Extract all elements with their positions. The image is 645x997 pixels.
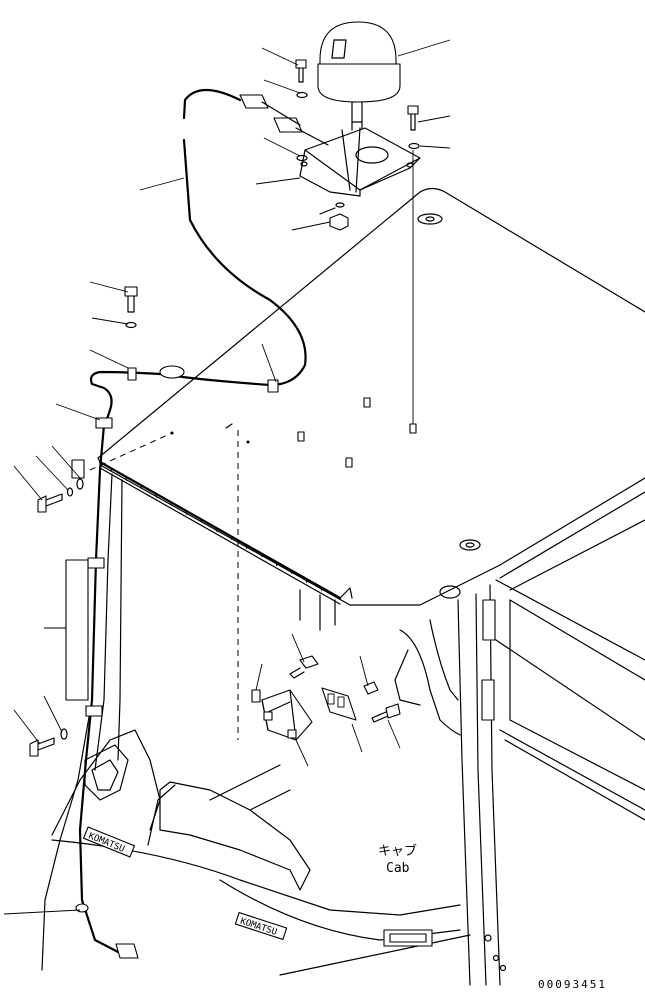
- relay-bracket: [261, 687, 357, 741]
- wiring-harness: [65, 89, 329, 959]
- front-visor: [89, 432, 353, 605]
- cab-frame: [59, 467, 645, 986]
- cab-label-en: Cab: [386, 861, 410, 876]
- lamp-bracket: [299, 127, 421, 208]
- leader-lines: [3, 39, 451, 915]
- cab-lower-body: KOMATSU KOMATSU: [41, 729, 507, 976]
- rotating-lamp: [317, 21, 401, 131]
- cab-roof: [97, 187, 645, 606]
- drawing-number: 00093451: [538, 978, 607, 991]
- hardware: [29, 59, 420, 757]
- cab-label-jp: キャブ: [378, 843, 417, 859]
